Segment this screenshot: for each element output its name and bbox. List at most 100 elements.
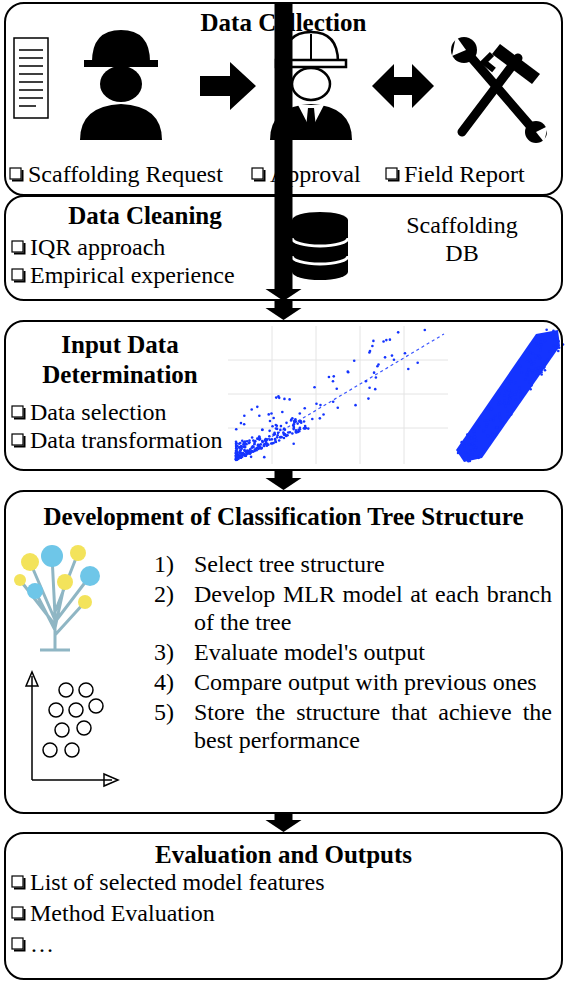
scatter-band xyxy=(462,442,465,445)
document-icon xyxy=(14,38,48,118)
tools-icon xyxy=(492,44,540,84)
scatter-plot xyxy=(240,451,243,454)
scatter-band xyxy=(549,350,552,353)
checkbox-symbol xyxy=(14,878,25,889)
step-number: 4) xyxy=(154,668,188,696)
tools-icon xyxy=(470,56,532,128)
scatter-band xyxy=(528,359,531,362)
database-icon xyxy=(292,212,348,228)
scatter-plot xyxy=(279,429,282,432)
scatter-band xyxy=(498,413,501,416)
scatter-plot xyxy=(256,437,259,440)
flow-arrow xyxy=(266,814,302,832)
manager-icon xyxy=(310,34,312,60)
manager-icon xyxy=(292,68,330,100)
step-number: 1) xyxy=(154,550,188,578)
scatter-plot xyxy=(274,439,277,442)
scatter-plot xyxy=(332,375,335,378)
scatter-band xyxy=(558,347,561,350)
scatter-band xyxy=(538,356,541,359)
scatter-band xyxy=(552,329,555,332)
scatter-band xyxy=(539,346,542,349)
checkbox-symbol xyxy=(10,168,21,179)
scatter-plot xyxy=(228,326,448,464)
scatter-band xyxy=(470,437,473,440)
worker-icon xyxy=(92,30,150,62)
scatter-band xyxy=(482,448,485,451)
scatter-band xyxy=(487,419,490,422)
scatter-plot xyxy=(240,456,243,459)
worker-icon xyxy=(84,60,158,67)
scatter-band xyxy=(510,394,513,397)
scatter-band xyxy=(508,382,511,385)
scatter-plot xyxy=(407,368,410,371)
flow-arrow xyxy=(266,2,302,301)
scatter-plot xyxy=(261,428,264,431)
scatter-plot xyxy=(389,338,392,341)
scatter-plot xyxy=(423,329,426,332)
scatter-plot xyxy=(375,376,378,379)
scatter-band xyxy=(529,388,532,391)
scatter-plot xyxy=(311,418,314,421)
scatter-plot xyxy=(284,434,287,437)
scatter-band xyxy=(557,340,560,343)
checklist-item: Empirical experience xyxy=(30,261,235,289)
scatter-plot xyxy=(258,445,261,448)
scatter-icon xyxy=(26,672,38,686)
scatter-plot xyxy=(270,412,273,415)
scatter-band xyxy=(483,420,486,423)
scatter-band xyxy=(471,453,474,456)
scatter-plot xyxy=(271,438,274,441)
scatter-plot xyxy=(228,326,448,464)
scatter-band xyxy=(515,398,518,401)
scatter-plot xyxy=(374,388,377,391)
checkbox-symbol xyxy=(14,271,25,282)
scatter-plot xyxy=(294,431,297,434)
scatter-band xyxy=(485,409,488,412)
scatter-plot xyxy=(276,436,279,439)
scatter-band xyxy=(514,393,517,396)
scatter-band xyxy=(532,352,535,355)
scatter-band xyxy=(486,423,489,426)
scatter-plot xyxy=(377,363,380,366)
scatter-plot xyxy=(397,331,400,334)
scatter-plot xyxy=(300,421,303,424)
scatter-plot xyxy=(246,449,249,452)
checkbox-symbol xyxy=(14,408,25,419)
scatter-plot xyxy=(263,456,266,459)
scatter-icon xyxy=(43,743,57,757)
scatter-band xyxy=(503,402,506,405)
scatter-band xyxy=(498,393,501,396)
scatter-band xyxy=(518,387,521,390)
scatter-band xyxy=(536,344,539,347)
scatter-band xyxy=(467,453,470,456)
scatter-band xyxy=(474,436,477,439)
scatter-plot xyxy=(292,442,295,445)
scatter-plot xyxy=(268,435,271,438)
scatter-plot xyxy=(241,439,244,442)
scatter-plot xyxy=(335,387,338,390)
scatter-plot xyxy=(283,428,286,431)
step-number: 3) xyxy=(154,638,188,666)
scatter-band xyxy=(531,369,534,372)
scatter-plot xyxy=(347,370,350,373)
scatter-band xyxy=(507,402,510,405)
scatter-band xyxy=(456,330,560,462)
scatter-band xyxy=(543,366,546,369)
checkbox-symbol xyxy=(252,168,263,179)
scatter-band xyxy=(499,416,502,419)
scatter-plot xyxy=(315,402,318,405)
scatter-plot xyxy=(336,406,339,409)
scatter-band xyxy=(495,427,498,430)
flow-arrow xyxy=(266,301,302,320)
scatter-icon xyxy=(79,683,93,697)
scatter-band xyxy=(501,424,504,427)
scatter-plot xyxy=(303,420,306,423)
scatter-plot xyxy=(240,422,243,425)
process-box: Data CollectionScaffolding RequestApprov… xyxy=(4,2,563,196)
scatter-icon xyxy=(26,672,118,786)
process-box: Data CleaningIQR approachEmpirical exper… xyxy=(4,195,563,301)
scatter-plot xyxy=(235,451,238,454)
scatter-plot xyxy=(384,356,387,359)
scatter-band xyxy=(503,394,506,397)
